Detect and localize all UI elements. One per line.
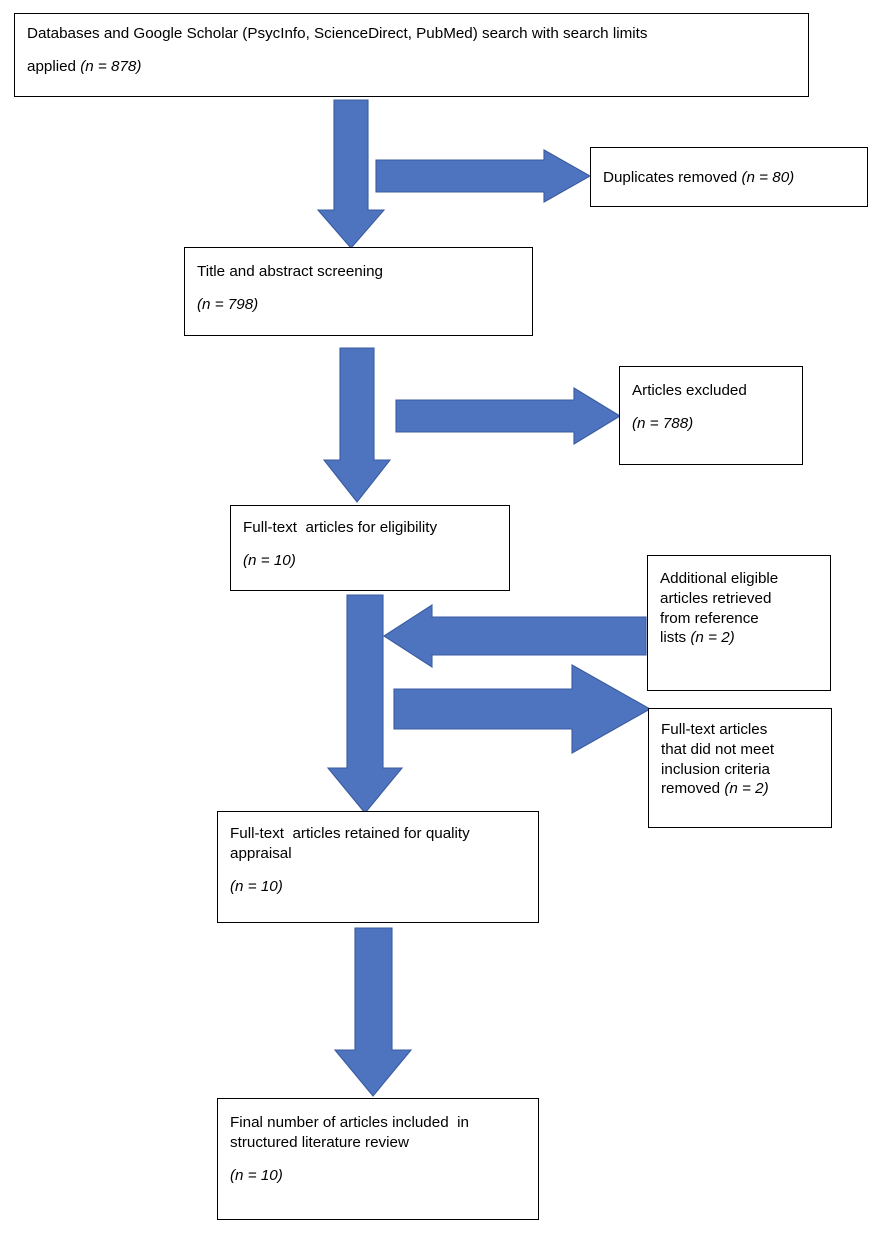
box-articles-excluded: Articles excluded (n = 788) bbox=[619, 366, 803, 465]
notmeeting-count: (n = 2) bbox=[724, 780, 769, 798]
screening-line-1: Title and abstract screening bbox=[197, 263, 384, 280]
box-fulltext-eligibility: Full-text articles for eligibility (n = … bbox=[230, 505, 510, 591]
box-fulltext-not-meeting-criteria: Full-text articles that did not meet inc… bbox=[648, 708, 832, 828]
excluded-count: (n = 788) bbox=[632, 414, 694, 432]
box-additional-eligible-articles: Additional eligible articles retrieved f… bbox=[647, 555, 831, 691]
excluded-line-1: Articles excluded bbox=[632, 382, 747, 399]
final-count: (n = 10) bbox=[230, 1166, 283, 1184]
spacer bbox=[197, 282, 520, 295]
additional-count: (n = 2) bbox=[690, 629, 735, 647]
box-duplicates-removed: Duplicates removed (n = 80) bbox=[590, 147, 868, 207]
spacer bbox=[632, 401, 790, 414]
arrow-left-from-additional-articles bbox=[382, 603, 648, 673]
duplicates-label: Duplicates removed bbox=[603, 169, 742, 187]
arrow-right-to-not-meeting-criteria bbox=[393, 663, 652, 755]
screening-count: (n = 798) bbox=[197, 295, 259, 313]
search-line-2-prefix: applied bbox=[27, 57, 81, 75]
arrow-down-eligibility-to-quality bbox=[326, 594, 404, 815]
additional-line-3: from reference bbox=[660, 609, 759, 627]
quality-line-1: Full-text articles retained for quality bbox=[230, 825, 470, 842]
search-line-1: Databases and Google Scholar (PsycInfo, … bbox=[27, 25, 648, 42]
arrow-right-to-excluded bbox=[395, 387, 622, 454]
additional-line-1: Additional eligible bbox=[660, 570, 779, 587]
spacer bbox=[230, 1153, 526, 1166]
box-final-included-articles: Final number of articles included in str… bbox=[217, 1098, 539, 1220]
arrow-right-to-duplicates bbox=[375, 149, 592, 212]
notmeeting-line-3: inclusion criteria bbox=[661, 760, 770, 778]
box-database-search: Databases and Google Scholar (PsycInfo, … bbox=[14, 13, 809, 97]
search-line-2: applied (n = 878) bbox=[27, 57, 796, 77]
additional-line-4: lists (n = 2) bbox=[660, 628, 818, 648]
eligibility-count: (n = 10) bbox=[243, 551, 296, 569]
eligibility-line-1: Full-text articles for eligibility bbox=[243, 519, 438, 536]
spacer bbox=[230, 864, 526, 877]
spacer bbox=[243, 538, 497, 551]
arrow-down-screening-to-eligibility bbox=[322, 347, 392, 504]
duplicates-count: (n = 80) bbox=[741, 169, 795, 187]
additional-line-2: articles retrieved bbox=[660, 589, 772, 607]
final-line-1: Final number of articles included in bbox=[230, 1114, 469, 1131]
arrow-down-quality-to-final bbox=[333, 927, 413, 1098]
additional-line-4-prefix: lists bbox=[660, 629, 691, 647]
quality-line-2: appraisal bbox=[230, 844, 292, 862]
final-line-2: structured literature review bbox=[230, 1133, 409, 1151]
arrow-down-search-to-screening bbox=[316, 99, 386, 250]
notmeeting-line-4-prefix: removed bbox=[661, 780, 725, 798]
spacer bbox=[27, 44, 796, 57]
box-title-abstract-screening: Title and abstract screening (n = 798) bbox=[184, 247, 533, 336]
notmeeting-line-4: removed (n = 2) bbox=[661, 779, 819, 799]
notmeeting-line-1: Full-text articles bbox=[661, 721, 768, 738]
quality-count: (n = 10) bbox=[230, 877, 283, 895]
notmeeting-line-2: that did not meet bbox=[661, 740, 775, 758]
box-fulltext-quality-appraisal: Full-text articles retained for quality … bbox=[217, 811, 539, 923]
duplicates-line-1: Duplicates removed (n = 80) bbox=[603, 168, 794, 188]
search-count: (n = 878) bbox=[80, 57, 142, 75]
